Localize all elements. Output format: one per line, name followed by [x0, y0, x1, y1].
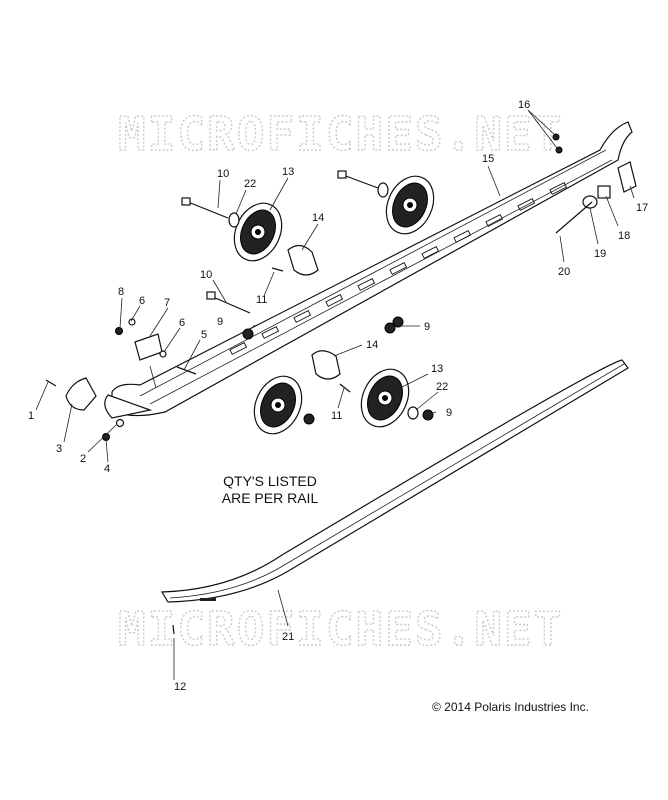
callout-5: 5: [201, 329, 207, 341]
callout-6b: 6: [179, 317, 185, 329]
callout-22a: 22: [244, 178, 256, 190]
slide: [160, 359, 629, 603]
callout-3: 3: [56, 443, 62, 455]
callout-17: 17: [636, 202, 648, 214]
callout-16: 16: [518, 99, 530, 111]
callout-14b: 14: [366, 339, 378, 351]
quantity-note: QTY'S LISTED ARE PER RAIL: [205, 473, 335, 507]
callout-20: 20: [558, 266, 570, 278]
copyright-text: © 2014 Polaris Industries Inc.: [432, 700, 589, 714]
callout-13a: 13: [282, 166, 294, 178]
callout-9c: 9: [446, 407, 452, 419]
leader-lines: [35, 109, 635, 680]
callout-21: 21: [282, 631, 294, 643]
callout-18: 18: [618, 230, 630, 242]
callout-11a: 11: [256, 294, 267, 306]
callout-7: 7: [164, 297, 170, 309]
callout-12: 12: [174, 681, 186, 693]
callout-13b: 13: [431, 363, 443, 375]
callout-4: 4: [104, 463, 110, 475]
callout-11b: 11: [331, 410, 342, 422]
rail-assembly: [104, 121, 633, 419]
callout-9a: 9: [217, 316, 223, 328]
note-line-1: QTY'S LISTED: [223, 473, 317, 489]
callout-10a: 10: [217, 168, 229, 180]
callout-2: 2: [80, 453, 86, 465]
idler-wheels: [233, 175, 435, 435]
watermark-top: MICROFICHES.NET: [118, 107, 563, 161]
callout-15: 15: [482, 153, 494, 165]
callout-8: 8: [118, 286, 124, 298]
callout-10b: 10: [200, 269, 212, 281]
callout-22b: 22: [436, 381, 448, 393]
callout-19: 19: [594, 248, 606, 260]
callout-14a: 14: [312, 212, 324, 224]
hardware: [45, 133, 637, 635]
watermark-bottom: MICROFICHES.NET: [118, 602, 563, 656]
callout-6a: 6: [139, 295, 145, 307]
callout-9b: 9: [424, 321, 430, 333]
note-line-2: ARE PER RAIL: [221, 490, 319, 506]
callouts: 1 2 3 4 5 6 6 7 8 9 9 9 10 10 11 11 12 1…: [28, 99, 648, 693]
callout-1: 1: [28, 410, 34, 422]
